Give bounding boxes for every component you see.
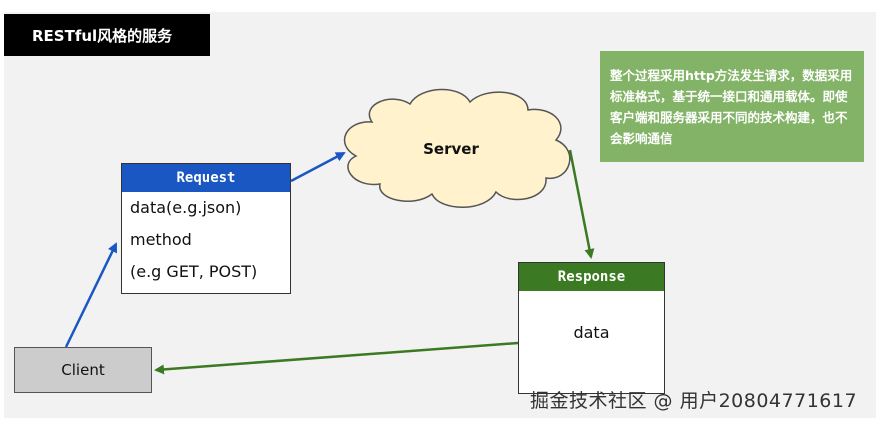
server-cloud	[343, 88, 571, 208]
response-data: data	[573, 323, 610, 342]
request-field-method: method	[130, 230, 192, 249]
response-header: Response	[519, 263, 664, 291]
client-to-request-arrow	[64, 242, 118, 348]
request-fields: data(e.g.json) method (e.g GET, POST)	[122, 192, 290, 288]
server-to-response-arrow	[568, 149, 595, 259]
request-header: Request	[122, 164, 290, 192]
client-box: Client	[14, 347, 152, 393]
request-to-server-arrow	[290, 151, 346, 183]
request-field-data: data(e.g.json)	[130, 198, 242, 217]
request-box: Request data(e.g.json) method (e.g GET, …	[121, 163, 291, 294]
response-box: Response data	[518, 262, 665, 394]
diagram-title: RESTful风格的服务	[4, 14, 210, 56]
watermark: 掘金技术社区 @ 用户2080477161​7	[530, 390, 858, 412]
server-label: Server	[423, 140, 479, 158]
response-to-client-arrow	[154, 341, 519, 375]
request-field-method-examples: (e.g GET, POST)	[130, 262, 258, 281]
explanation-note: 整个过程采用http方法发生请求，数据采用标准格式，基于统一接口和通用载体。即使…	[600, 51, 864, 162]
